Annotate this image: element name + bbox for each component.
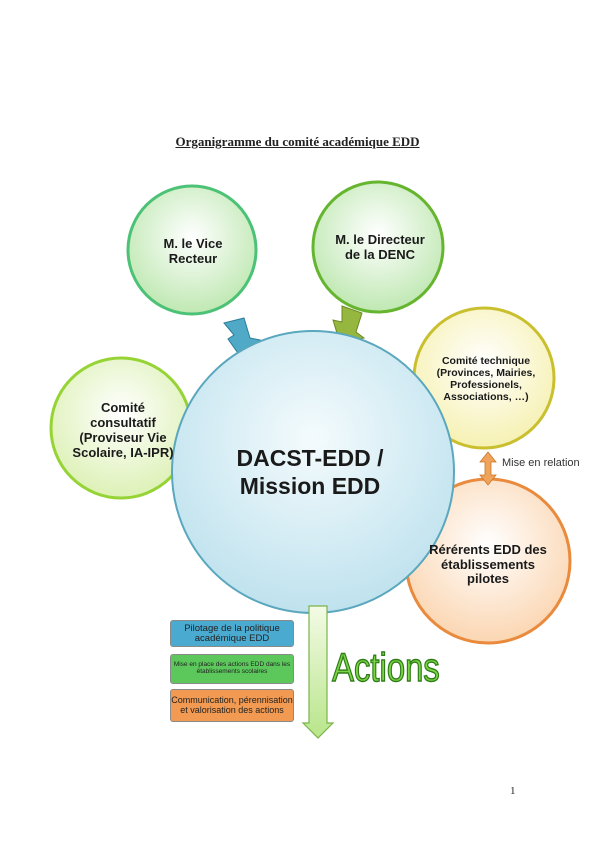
mise-en-relation-label: Mise en relation (502, 457, 580, 469)
dacst-label: DACST-EDD / Mission EDD (236, 445, 384, 499)
action-pilotage: Pilotage de la politique académique EDD (170, 620, 294, 647)
directeur-label: M. le Directeur de la DENC (335, 232, 425, 262)
actions-heading: Actions (332, 645, 441, 690)
vice-recteur-circle (126, 184, 258, 316)
page-title: Organigramme du comité académique EDD (175, 134, 420, 149)
action-mise-en-place: Mise en place des actions EDD dans les é… (170, 654, 294, 684)
action-communication: Communication, pérennisation et valorisa… (170, 689, 294, 722)
mise-en-relation-arrow (479, 451, 497, 486)
actions-down-arrow (301, 605, 335, 739)
vice-recteur-label: M. le Vice Recteur (163, 236, 223, 266)
referents-label: Rérérents EDD des établissements pilotes (429, 541, 547, 587)
comite-consultatif-label: Comité consultatif (Proviseur Vie Scolai… (72, 400, 174, 460)
directeur-circle (311, 180, 445, 314)
page-number: 1 (510, 785, 516, 797)
comite-technique-label: Comité technique (Provinces, Mairies, Pr… (436, 354, 536, 404)
